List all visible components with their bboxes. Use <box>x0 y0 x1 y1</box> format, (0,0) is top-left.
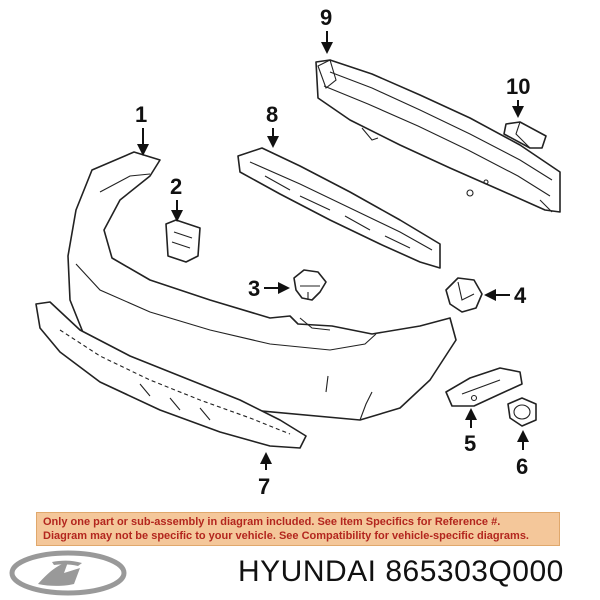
callout-9: 9 <box>320 5 333 54</box>
part-caption: HYUNDAI 865303Q000 <box>238 552 598 592</box>
part-10-pad <box>503 121 547 149</box>
svg-text:10: 10 <box>506 74 530 99</box>
callout-7: 7 <box>258 452 272 499</box>
hyundai-logo-icon <box>9 550 127 596</box>
callout-8: 8 <box>266 102 279 148</box>
part-9-impact-beam <box>315 59 561 213</box>
notice-banner: Only one part or sub-assembly in diagram… <box>36 512 560 546</box>
svg-text:5: 5 <box>464 431 476 456</box>
part-6-sensor <box>507 397 537 427</box>
svg-text:4: 4 <box>514 283 527 308</box>
callout-6: 6 <box>516 430 529 479</box>
callout-5: 5 <box>464 408 477 456</box>
part-2-bracket <box>165 219 201 263</box>
brand-name: HYUNDAI <box>238 555 377 588</box>
svg-text:7: 7 <box>258 474 270 499</box>
svg-text:2: 2 <box>170 174 182 199</box>
svg-text:8: 8 <box>266 102 278 127</box>
callout-4: 4 <box>484 283 527 308</box>
callout-3: 3 <box>248 276 290 301</box>
svg-text:6: 6 <box>516 454 528 479</box>
notice-line-1: Only one part or sub-assembly in diagram… <box>43 516 501 528</box>
part-7-lower-cover <box>35 301 307 449</box>
part-4-clip <box>445 277 483 313</box>
notice-line-2: Diagram may not be specific to your vehi… <box>43 530 529 542</box>
part-5-bracket <box>445 367 523 407</box>
callout-10: 10 <box>506 74 530 118</box>
callout-1: 1 <box>135 102 149 156</box>
svg-text:3: 3 <box>248 276 260 301</box>
part-number: 865303Q000 <box>385 555 564 588</box>
callout-2: 2 <box>170 174 183 222</box>
parts-diagram: 1 2 3 4 5 6 7 8 9 10 <box>35 5 561 499</box>
part-8-absorber <box>237 147 441 269</box>
svg-text:9: 9 <box>320 5 332 30</box>
svg-text:1: 1 <box>135 102 147 127</box>
part-3-clip <box>293 269 327 301</box>
